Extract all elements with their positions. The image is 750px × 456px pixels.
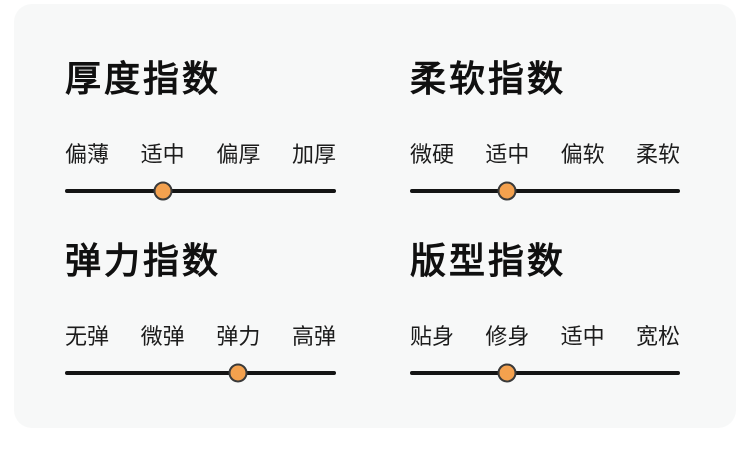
product-index-card: 厚度指数 偏薄 适中 偏厚 加厚 柔软指数 微硬 适中 偏软 柔软 弹力指数 无… — [14, 4, 736, 428]
scale-label: 微硬 — [410, 142, 455, 167]
slider-elasticity — [65, 362, 336, 384]
scale-label: 柔软 — [635, 142, 680, 167]
scale-label: 宽松 — [635, 324, 680, 349]
index-section-elasticity: 弹力指数 无弹 微弹 弹力 高弹 — [65, 242, 336, 384]
slider-fit — [410, 362, 680, 384]
slider-track — [410, 189, 680, 193]
slider-track — [65, 189, 336, 193]
slider-dot-elasticity — [228, 363, 248, 383]
scale-labels-softness: 微硬 适中 偏软 柔软 — [410, 142, 680, 168]
slider-track — [65, 371, 336, 375]
slider-dot-softness — [497, 181, 517, 201]
index-section-fit: 版型指数 贴身 修身 适中 宽松 — [410, 242, 680, 384]
scale-label: 适中 — [485, 142, 530, 167]
scale-label: 加厚 — [291, 142, 336, 167]
scale-labels-fit: 贴身 修身 适中 宽松 — [410, 324, 680, 350]
slider-track — [410, 371, 680, 375]
slider-thickness — [65, 180, 336, 202]
index-section-thickness: 厚度指数 偏薄 适中 偏厚 加厚 — [65, 60, 336, 202]
section-title-fit: 版型指数 — [410, 240, 567, 281]
slider-dot-fit — [497, 363, 517, 383]
scale-label: 贴身 — [410, 324, 455, 349]
scale-label: 偏薄 — [65, 142, 110, 167]
scale-label: 修身 — [485, 324, 530, 349]
scale-label: 弹力 — [216, 324, 261, 349]
scale-label: 高弹 — [291, 324, 336, 349]
scale-label: 适中 — [140, 142, 185, 167]
index-section-softness: 柔软指数 微硬 适中 偏软 柔软 — [410, 60, 680, 202]
scale-label: 偏软 — [560, 142, 605, 167]
scale-label: 微弹 — [140, 324, 185, 349]
section-title-elasticity: 弹力指数 — [65, 240, 222, 281]
scale-label: 偏厚 — [216, 142, 261, 167]
section-title-softness: 柔软指数 — [410, 58, 567, 99]
scale-label: 适中 — [560, 324, 605, 349]
scale-labels-elasticity: 无弹 微弹 弹力 高弹 — [65, 324, 336, 350]
scale-labels-thickness: 偏薄 适中 偏厚 加厚 — [65, 142, 336, 168]
scale-label: 无弹 — [65, 324, 110, 349]
slider-softness — [410, 180, 680, 202]
slider-dot-thickness — [153, 181, 173, 201]
section-title-thickness: 厚度指数 — [65, 58, 222, 99]
